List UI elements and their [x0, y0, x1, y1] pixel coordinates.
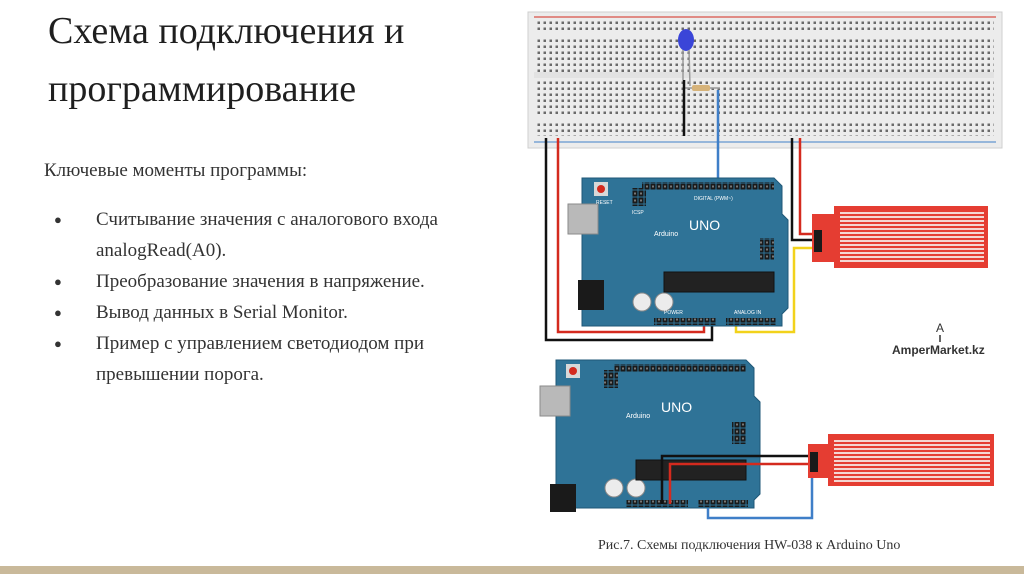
arduino-board-bottom: UNO Arduino: [539, 359, 761, 512]
logo-text: AmperMarket.kz: [892, 343, 985, 357]
water-sensor-top: [812, 206, 988, 268]
bullet-dot-icon: ●: [54, 336, 62, 351]
bullet-text: Считывание значения с аналогового входа …: [96, 209, 438, 261]
led: [678, 29, 694, 87]
bullet-text: Вывод данных в Serial Monitor.: [96, 302, 348, 323]
board-model-label-bottom: UNO: [661, 399, 692, 415]
bullet-item: ● Вывод данных в Serial Monitor.: [48, 297, 468, 328]
board-model-label: UNO: [689, 217, 720, 233]
arduino-board-top: RESET ICSP DIGITAL (PWM~) UNO Arduino PO…: [567, 177, 789, 327]
figure-caption: Рис.7. Схемы подключения HW-038 к Arduin…: [598, 538, 901, 553]
logo-mark-icon: A: [936, 321, 944, 335]
board-brand-label-bottom: Arduino: [626, 413, 650, 420]
bullet-text: Преобразование значения в напряжение.: [96, 271, 425, 292]
board-reset-label: RESET: [596, 200, 613, 206]
board-digital-label: DIGITAL (PWM~): [694, 196, 733, 202]
breadboard: [527, 11, 1003, 149]
board-icsp-label: ICSP: [632, 210, 644, 216]
slide-subtitle: Ключевые моменты программы:: [44, 160, 308, 181]
board-analog-label: ANALOG IN: [734, 310, 762, 316]
bullet-dot-icon: ●: [54, 212, 62, 227]
bullet-item: ● Преобразование значения в напряжение.: [48, 266, 468, 297]
bullet-item: ● Считывание значения с аналогового входа…: [48, 204, 468, 266]
slide-title: Схема подключения и программирование: [48, 10, 405, 110]
bullet-list: ● Считывание значения с аналогового входа…: [48, 204, 468, 390]
wires-top: [544, 80, 814, 342]
bullet-dot-icon: ●: [54, 305, 62, 320]
resistor: [684, 85, 720, 91]
bottom-accent-bar: [0, 566, 1024, 574]
bullet-dot-icon: ●: [54, 274, 62, 289]
wiring-diagram: RESET ICSP DIGITAL (PWM~) UNO Arduino PO…: [527, 11, 1003, 520]
board-brand-label: Arduino: [654, 231, 678, 238]
bullet-item: ● Пример с управлением светодиодом при пр…: [48, 328, 468, 390]
water-sensor-bottom: [808, 434, 994, 486]
board-power-label: POWER: [664, 310, 683, 316]
bullet-text: Пример с управлением светодиодом при пре…: [96, 333, 424, 385]
amper-market-logo: A AmperMarket.kz: [892, 321, 985, 357]
wires-bottom: [660, 454, 814, 520]
